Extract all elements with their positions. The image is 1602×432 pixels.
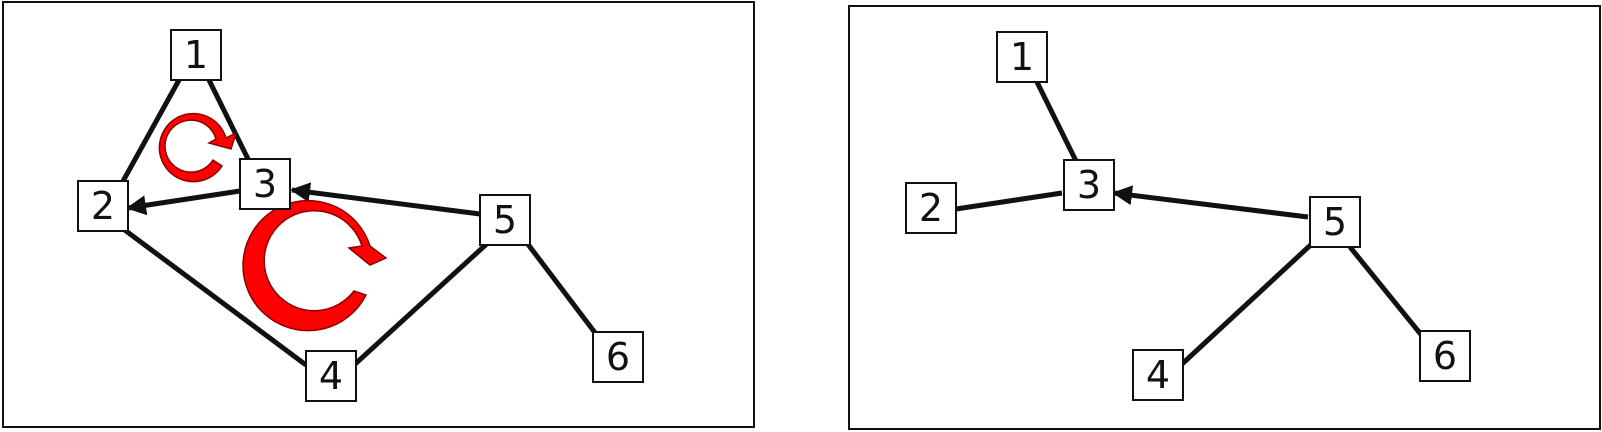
- edge-1-2: [119, 78, 182, 185]
- node-label: 5: [493, 198, 517, 242]
- node-1: 1: [996, 31, 1048, 83]
- node-3: 3: [239, 158, 291, 210]
- right-graph-panel: 1 2 3 4 5 6: [848, 5, 1601, 430]
- node-3: 3: [1063, 159, 1115, 211]
- node-label: 6: [606, 335, 630, 379]
- edge-5-3: [290, 182, 481, 217]
- node-label: 5: [1323, 200, 1347, 244]
- node-6: 6: [1419, 330, 1471, 382]
- edge-1-3: [206, 78, 252, 163]
- edge-5-6: [525, 241, 601, 340]
- node-2: 2: [77, 180, 129, 232]
- node-label: 3: [253, 162, 277, 206]
- node-5: 5: [1309, 196, 1361, 248]
- cycle-small-marker: [158, 112, 238, 183]
- node-label: 2: [919, 186, 943, 230]
- edge-4-5: [1179, 238, 1318, 367]
- node-label: 4: [319, 354, 343, 398]
- left-graph-panel: 1 2 3 4 5 6: [2, 1, 755, 428]
- left-graph-svg: 1 2 3 4 5 6: [77, 29, 644, 402]
- right-graph-svg: 1 2 3 4 5 6: [905, 31, 1471, 401]
- node-5: 5: [479, 194, 531, 246]
- node-label: 1: [1010, 35, 1034, 79]
- node-label: 6: [1433, 334, 1457, 378]
- edge-3-2: [126, 188, 241, 216]
- node-2: 2: [905, 182, 957, 234]
- edge-1-3: [1034, 80, 1079, 163]
- node-label: 4: [1146, 353, 1170, 397]
- node-1: 1: [170, 29, 222, 81]
- node-6: 6: [592, 331, 644, 383]
- node-4: 4: [305, 350, 357, 402]
- edge-2-3: [955, 190, 1063, 212]
- node-label: 2: [91, 184, 115, 228]
- edge-5-6: [1348, 245, 1425, 339]
- edge-2-4: [120, 225, 308, 368]
- node-4: 4: [1132, 349, 1184, 401]
- edge-4-5: [352, 238, 493, 367]
- cycle-large-marker: [242, 199, 388, 332]
- edge-5-3: [1112, 185, 1309, 220]
- node-label: 3: [1077, 163, 1101, 207]
- node-label: 1: [184, 33, 208, 77]
